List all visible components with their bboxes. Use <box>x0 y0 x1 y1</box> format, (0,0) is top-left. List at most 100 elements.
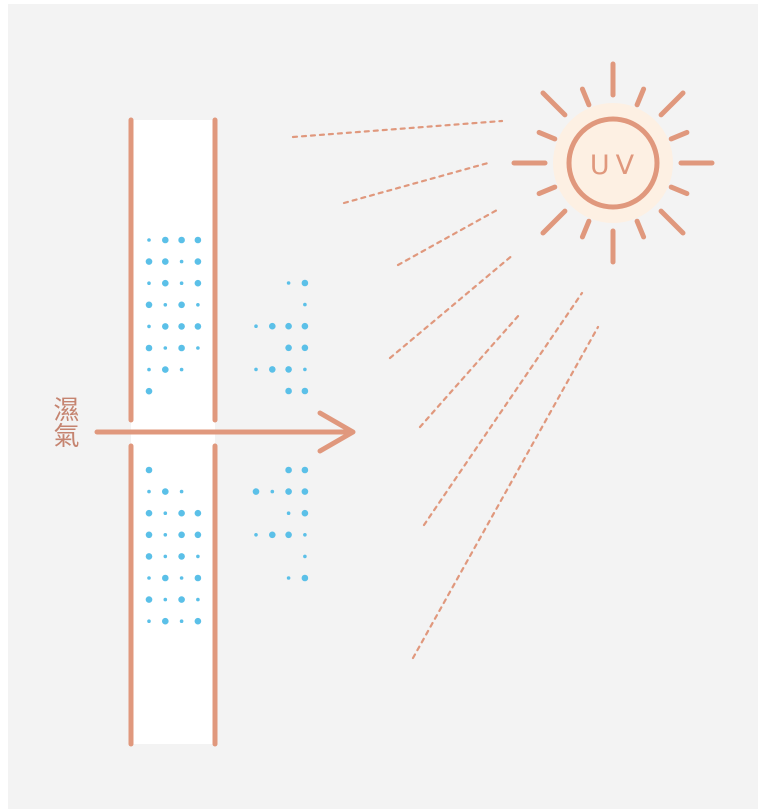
droplet-dot-icon <box>196 303 200 307</box>
droplet-dot-icon <box>147 619 151 623</box>
sun-spike <box>540 208 568 236</box>
droplet-dot-icon <box>303 367 307 372</box>
droplet-dot-icon <box>301 387 309 395</box>
droplet-dot-icon <box>303 302 307 307</box>
droplet-dot-icon <box>163 533 168 537</box>
droplet-dot-icon <box>194 323 202 330</box>
uv-ray <box>291 119 504 139</box>
droplet-dot-icon <box>179 259 184 264</box>
droplet-dot-icon <box>178 344 185 352</box>
moisture-label: 濕氣 <box>49 396 79 448</box>
droplet-dot-icon <box>301 279 309 287</box>
droplet-dot-icon <box>145 258 153 265</box>
droplet-dot-icon <box>147 489 151 494</box>
droplet-dot-icon <box>301 509 309 517</box>
droplet-dot-icon <box>145 596 153 603</box>
droplet-dot-icon <box>178 323 185 330</box>
droplet-dot-icon <box>147 324 151 329</box>
droplet-dot-icon <box>163 303 168 307</box>
droplet-dot-icon <box>194 509 202 517</box>
droplet-dot-icon <box>145 387 153 395</box>
droplet-dot-icon <box>269 366 276 373</box>
droplet-dot-icon <box>147 238 151 242</box>
droplet-dot-icon <box>145 531 153 539</box>
droplet-dot-icon <box>162 617 169 625</box>
uv-ray <box>342 161 490 205</box>
droplet-dot-icon <box>179 619 184 623</box>
droplet-dot-icon <box>163 597 168 602</box>
sun-spike <box>536 129 558 142</box>
droplet-dot-icon <box>194 279 202 287</box>
droplet-dot-icon <box>194 574 202 582</box>
droplet-dot-icon <box>145 301 153 309</box>
droplet-dot-icon <box>162 574 169 582</box>
sun-spike <box>579 86 592 108</box>
droplet-dot-icon <box>270 489 275 494</box>
droplet-dot-icon <box>147 367 151 372</box>
droplet-dot-icon <box>301 574 309 582</box>
droplet-dot-icon <box>285 322 292 330</box>
sun-spike <box>634 218 647 240</box>
droplet-dot-icon <box>286 511 291 515</box>
droplet-dot-icon <box>147 281 151 286</box>
droplet-dot-icon <box>303 554 307 559</box>
droplet-dot-icon <box>178 236 185 244</box>
droplet-dot-icon <box>285 344 292 352</box>
droplet-dot-icon <box>285 387 292 395</box>
uv-ray <box>388 252 516 360</box>
droplet-dot-icon <box>196 346 200 350</box>
droplet-dot-icon <box>162 258 169 265</box>
droplet-dot-icon <box>286 281 291 285</box>
droplet-dot-icon <box>301 466 309 474</box>
droplet-dot-icon <box>145 466 153 474</box>
droplet-dot-icon <box>269 531 276 539</box>
uv-ray <box>418 313 521 429</box>
uv-ray <box>411 325 600 660</box>
sun-uv-label: UV <box>590 150 640 181</box>
droplet-dot-icon <box>196 554 200 559</box>
droplet-dot-icon <box>145 553 153 560</box>
droplet-dot-icon <box>254 533 258 537</box>
droplet-dot-icon <box>178 596 185 603</box>
droplet-dot-icon <box>179 489 184 494</box>
sun-spike <box>536 184 558 197</box>
droplet-dot-icon <box>269 322 276 330</box>
droplet-dot-icon <box>179 367 184 372</box>
droplet-dot-icon <box>196 597 200 602</box>
sun-spike <box>658 90 686 118</box>
droplet-dot-icon <box>285 366 292 373</box>
droplet-dot-icon <box>179 576 184 580</box>
droplet-dot-icon <box>178 553 185 560</box>
sun-spike <box>634 86 647 108</box>
droplet-dot-icon <box>301 344 309 352</box>
droplet-dot-icon <box>147 576 151 580</box>
droplet-dot-icon <box>252 488 260 495</box>
droplet-dot-icon <box>162 236 169 244</box>
droplet-dot-icon <box>194 531 202 539</box>
sun-spike <box>658 208 686 236</box>
sun-spikes <box>511 61 715 265</box>
droplet-dot-icon <box>162 279 169 287</box>
droplet-dot-icon <box>179 281 184 286</box>
arrow-right-icon <box>317 410 356 454</box>
droplet-dot-icon <box>163 346 168 350</box>
droplet-dot-icon <box>145 344 153 352</box>
sun-spike <box>579 218 592 240</box>
sun-spike <box>668 184 690 197</box>
uv-ray <box>396 208 499 267</box>
droplet-dot-icon <box>254 324 258 329</box>
droplet-dot-icon <box>178 301 185 309</box>
droplet-dot-icon <box>285 531 292 539</box>
droplet-dot-icon <box>145 509 153 517</box>
sun-spike <box>668 129 690 142</box>
droplet-dot-icon <box>194 617 202 625</box>
droplet-dot-icon <box>301 322 309 330</box>
droplet-dot-icon <box>162 488 169 495</box>
moisture-droplets <box>145 236 309 625</box>
droplet-dot-icon <box>254 367 258 372</box>
sun-disc <box>566 116 660 210</box>
droplet-dot-icon <box>178 509 185 517</box>
uv-rays <box>291 119 600 660</box>
sun-icon: UV <box>511 61 715 265</box>
